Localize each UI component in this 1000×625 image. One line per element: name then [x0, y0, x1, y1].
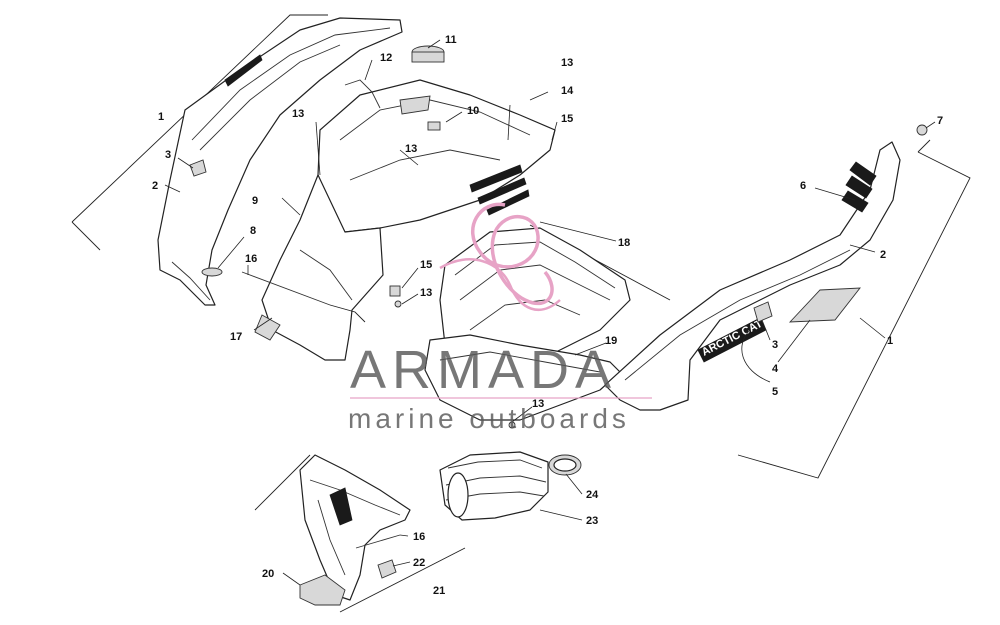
callout-13-hood-center: 13 — [405, 143, 417, 155]
watermark-logo — [470, 202, 554, 306]
callout-18: 18 — [618, 237, 630, 249]
callout-3-left: 3 — [165, 149, 171, 161]
nose-screw — [241, 271, 331, 306]
headlight-bracket — [299, 454, 411, 601]
callout-16-nose: 16 — [245, 253, 257, 265]
right-panel-chevron-3 — [841, 190, 869, 213]
hood-latch — [427, 121, 441, 131]
callout-13-belly: 13 — [532, 398, 544, 410]
windshield-mount-bracket — [399, 95, 431, 115]
left-panel-grommet — [201, 267, 223, 277]
intake-grille — [329, 487, 353, 526]
nose-hardware: 16 17 — [230, 253, 366, 343]
left-side-panel — [157, 17, 403, 306]
hood — [317, 79, 556, 233]
watermark-tagline: marine outboards — [348, 403, 630, 434]
right-panel-chevron-1 — [849, 161, 877, 186]
hood-assembly: 11 12 13 10 13 13 14 15 9 — [252, 34, 574, 361]
callout-11: 11 — [445, 34, 457, 46]
callout-15-clip: 15 — [420, 259, 432, 271]
left-panel-trim-strip — [224, 54, 263, 87]
callout-20: 20 — [262, 568, 274, 580]
callout-23: 23 — [586, 515, 598, 527]
nose-trim-insert — [254, 314, 281, 341]
callout-8: 8 — [250, 225, 256, 237]
air-duct-assembly: 24 23 — [439, 451, 599, 527]
front-nose — [261, 174, 384, 361]
clip-hardware: 15 13 — [389, 259, 432, 308]
right-side-panel-group: ARCTIC CAT 7 6 2 3 4 5 1 — [604, 115, 971, 479]
callout-15-hood: 15 — [561, 113, 573, 125]
callout-9: 9 — [252, 195, 258, 207]
callout-3-right: 3 — [772, 339, 778, 351]
air-duct-outlet — [447, 472, 469, 518]
watermark-brand: ARMADA — [350, 340, 617, 400]
right-panel-knee-pad — [753, 301, 773, 323]
intake-clip — [377, 559, 397, 579]
callout-7: 7 — [937, 115, 943, 127]
intake-mount-base — [299, 574, 346, 606]
watermark: ARMADA marine outboards — [348, 202, 652, 434]
hood-vent-stripe-3 — [486, 189, 530, 216]
callout-19: 19 — [605, 335, 617, 347]
clip-screw — [394, 300, 402, 308]
callout-4: 4 — [772, 363, 779, 375]
right-side-panel — [604, 141, 901, 411]
belly-pan — [424, 334, 621, 421]
callout-16-intake: 16 — [413, 531, 425, 543]
hood-vent-stripe-2 — [477, 177, 527, 205]
right-panel-push-rivet — [916, 124, 928, 136]
left-side-panel-group: 1 3 2 8 — [71, 14, 403, 306]
callout-14: 14 — [561, 85, 574, 97]
hood-cable — [344, 79, 381, 109]
clip-fastener — [389, 285, 401, 297]
hood-vent-stripe-1 — [469, 164, 523, 193]
callout-24: 24 — [586, 489, 599, 501]
callout-13-hood-right: 13 — [561, 57, 573, 69]
callout-10: 10 — [467, 105, 479, 117]
callout-13-clip: 13 — [420, 287, 432, 299]
right-panel-chevron-2 — [845, 175, 873, 199]
front-intake-assembly: 16 22 20 21 — [254, 454, 466, 613]
callout-1-right: 1 — [887, 335, 893, 347]
intake-screw — [355, 534, 401, 549]
left-side-panel-frame — [71, 14, 328, 223]
callout-17: 17 — [230, 331, 242, 343]
callout-2-right: 2 — [880, 249, 886, 261]
callout-21: 21 — [433, 585, 445, 597]
callout-1-left: 1 — [158, 111, 164, 123]
callout-6: 6 — [800, 180, 806, 192]
callout-13-hood-left: 13 — [292, 108, 304, 120]
callout-5: 5 — [772, 386, 778, 398]
callout-2-left: 2 — [152, 180, 158, 192]
callout-12: 12 — [380, 52, 392, 64]
callout-22: 22 — [413, 557, 425, 569]
right-panel-heat-shield — [788, 287, 861, 323]
left-panel-knee-pad — [189, 159, 207, 177]
